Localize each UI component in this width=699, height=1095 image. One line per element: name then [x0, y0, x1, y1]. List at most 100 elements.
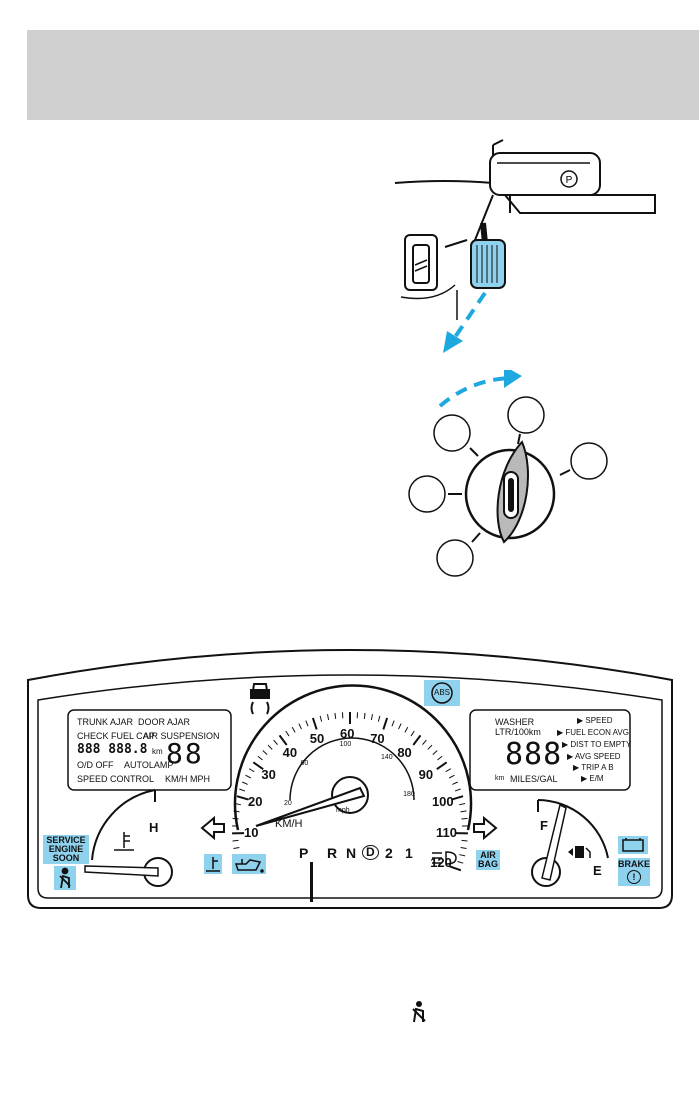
speedometer-tick: [432, 750, 438, 755]
right-display-menu-4: ▶ TRIP A B: [573, 763, 614, 772]
battery-icon: [622, 838, 644, 852]
right-display-menu-5: ▶ E/M: [581, 774, 604, 783]
speedometer-tick: [232, 839, 239, 842]
speedometer-tick: [233, 847, 240, 849]
park-symbol-label: P: [566, 175, 573, 186]
seatbelt-reference-icon: [412, 1001, 426, 1023]
speedometer-tick: [291, 726, 296, 733]
left-message-display: [67, 709, 232, 791]
fuel-gauge: [531, 799, 609, 887]
right-display-digits: 888: [505, 737, 563, 772]
speedometer-unit-outer: KM/H: [275, 818, 303, 830]
speedometer-label-110: 110: [435, 824, 457, 840]
gear-n: N: [346, 845, 357, 861]
speedometer-tick: [267, 744, 273, 750]
right-display-menu-0: ▶ SPEED: [577, 716, 613, 725]
speedometer-tick: [377, 715, 381, 722]
speedometer-tick: [285, 730, 290, 737]
right-display-ltr: LTR/100km: [495, 727, 541, 737]
parking-brake-handle: [489, 152, 601, 196]
speedometer-kmh-label-140: 140: [381, 753, 393, 761]
speedometer-tick: [248, 768, 255, 773]
speedometer-tick: [234, 802, 241, 806]
gear-1: 1: [405, 845, 413, 861]
service-engine-soon-badge: SERVICE ENGINE SOON: [43, 835, 89, 864]
temp-high-label: H: [149, 820, 159, 835]
ignition-position-4: [408, 475, 446, 513]
speedometer-tick: [398, 723, 402, 730]
gear-r: R: [327, 845, 338, 861]
speedometer-tick: [241, 781, 248, 785]
speedometer: [232, 684, 473, 872]
left-display-unit: km: [152, 747, 163, 756]
right-display-mpg: MILES/GAL: [510, 774, 558, 784]
left-display-row5-b: KM/H MPH: [165, 774, 210, 784]
speedometer-kmh-label-20: 20: [284, 799, 292, 807]
left-display-row4-b: AUTOLAMP: [124, 760, 174, 770]
coolant-warning-icon: [206, 857, 220, 872]
speedometer-tick: [422, 739, 427, 745]
speedometer-kmh-label-60: 60: [300, 759, 309, 767]
speedometer-tick: [391, 720, 395, 727]
speedometer-tick: [257, 755, 263, 761]
speedometer-tick: [460, 847, 467, 849]
speedometer-label-70: 70: [370, 730, 385, 746]
speedometer-tick: [410, 730, 415, 737]
speedometer-label-60: 60: [340, 726, 355, 741]
fuel-pump-icon: [568, 846, 591, 858]
right-display-menu-1: ▶ FUEL ECON AVG: [557, 728, 629, 737]
right-display-washer: WASHER: [495, 717, 535, 727]
speedometer-tick: [452, 781, 459, 785]
gear-d: D: [362, 845, 379, 860]
gear-2: 2: [385, 845, 393, 861]
speedometer-tick: [278, 734, 288, 746]
ignition-position-3: [570, 442, 608, 480]
speedometer-tick: [370, 714, 374, 721]
left-turn-signal-icon: [200, 815, 225, 841]
push-arrow-icon: [443, 331, 463, 353]
speedometer-tick: [451, 795, 464, 801]
speedometer-tick: [460, 810, 467, 813]
ignition-position-5: [436, 539, 474, 577]
speedometer-label-80: 80: [397, 744, 412, 760]
speedometer-label-50: 50: [309, 730, 325, 746]
gear-indicator-pointer: [310, 862, 313, 902]
header-bar: [27, 30, 699, 120]
speedometer-tick: [326, 714, 330, 721]
right-display-menu-3: ▶ AVG SPEED: [567, 752, 621, 761]
temperature-gauge: [84, 789, 173, 887]
ignition-position-1: [433, 414, 471, 452]
speedometer-tick: [298, 723, 302, 730]
left-display-row2-a: CHECK FUEL CAP: [77, 731, 155, 741]
fuel-needle: [541, 803, 567, 881]
left-display-big-digits: 88: [166, 737, 204, 770]
speedometer-kmh-label-180: 180: [403, 790, 415, 798]
speedometer-tick: [236, 795, 249, 801]
ignition-position-2: [507, 396, 545, 434]
speedometer-tick: [252, 761, 264, 771]
brake-pedal-illustration: P: [394, 139, 656, 353]
abs-icon: [431, 682, 453, 704]
left-display-row5-a: SPEED CONTROL: [77, 774, 155, 784]
right-display-km: km: [495, 775, 505, 782]
right-turn-signal-icon: [473, 815, 498, 841]
brake-badge: BRAKE !: [618, 858, 650, 886]
speedometer-tick: [404, 726, 409, 733]
left-display-row2-b: AIR SUSPENSION: [143, 731, 220, 741]
speedometer-tick: [445, 768, 452, 773]
speedometer-tick: [412, 734, 422, 746]
speedometer-label-20: 20: [248, 794, 263, 810]
speedometer-tick: [448, 774, 455, 779]
temperature-needle: [84, 865, 159, 877]
speedometer-label-10: 10: [244, 824, 259, 840]
speedometer-tick: [454, 788, 461, 792]
speedometer-unit-inner: mph: [336, 807, 350, 814]
ignition-illustration: [408, 370, 608, 577]
speedometer-label-30: 30: [261, 766, 276, 782]
speedometer-label-90: 90: [418, 766, 434, 782]
left-display-row1-a: TRUNK AJAR: [77, 717, 134, 727]
speedometer-tick: [245, 774, 252, 779]
speedometer-tick: [262, 750, 268, 755]
speedometer-tick: [382, 717, 389, 730]
coolant-temp-icon: [114, 832, 134, 851]
